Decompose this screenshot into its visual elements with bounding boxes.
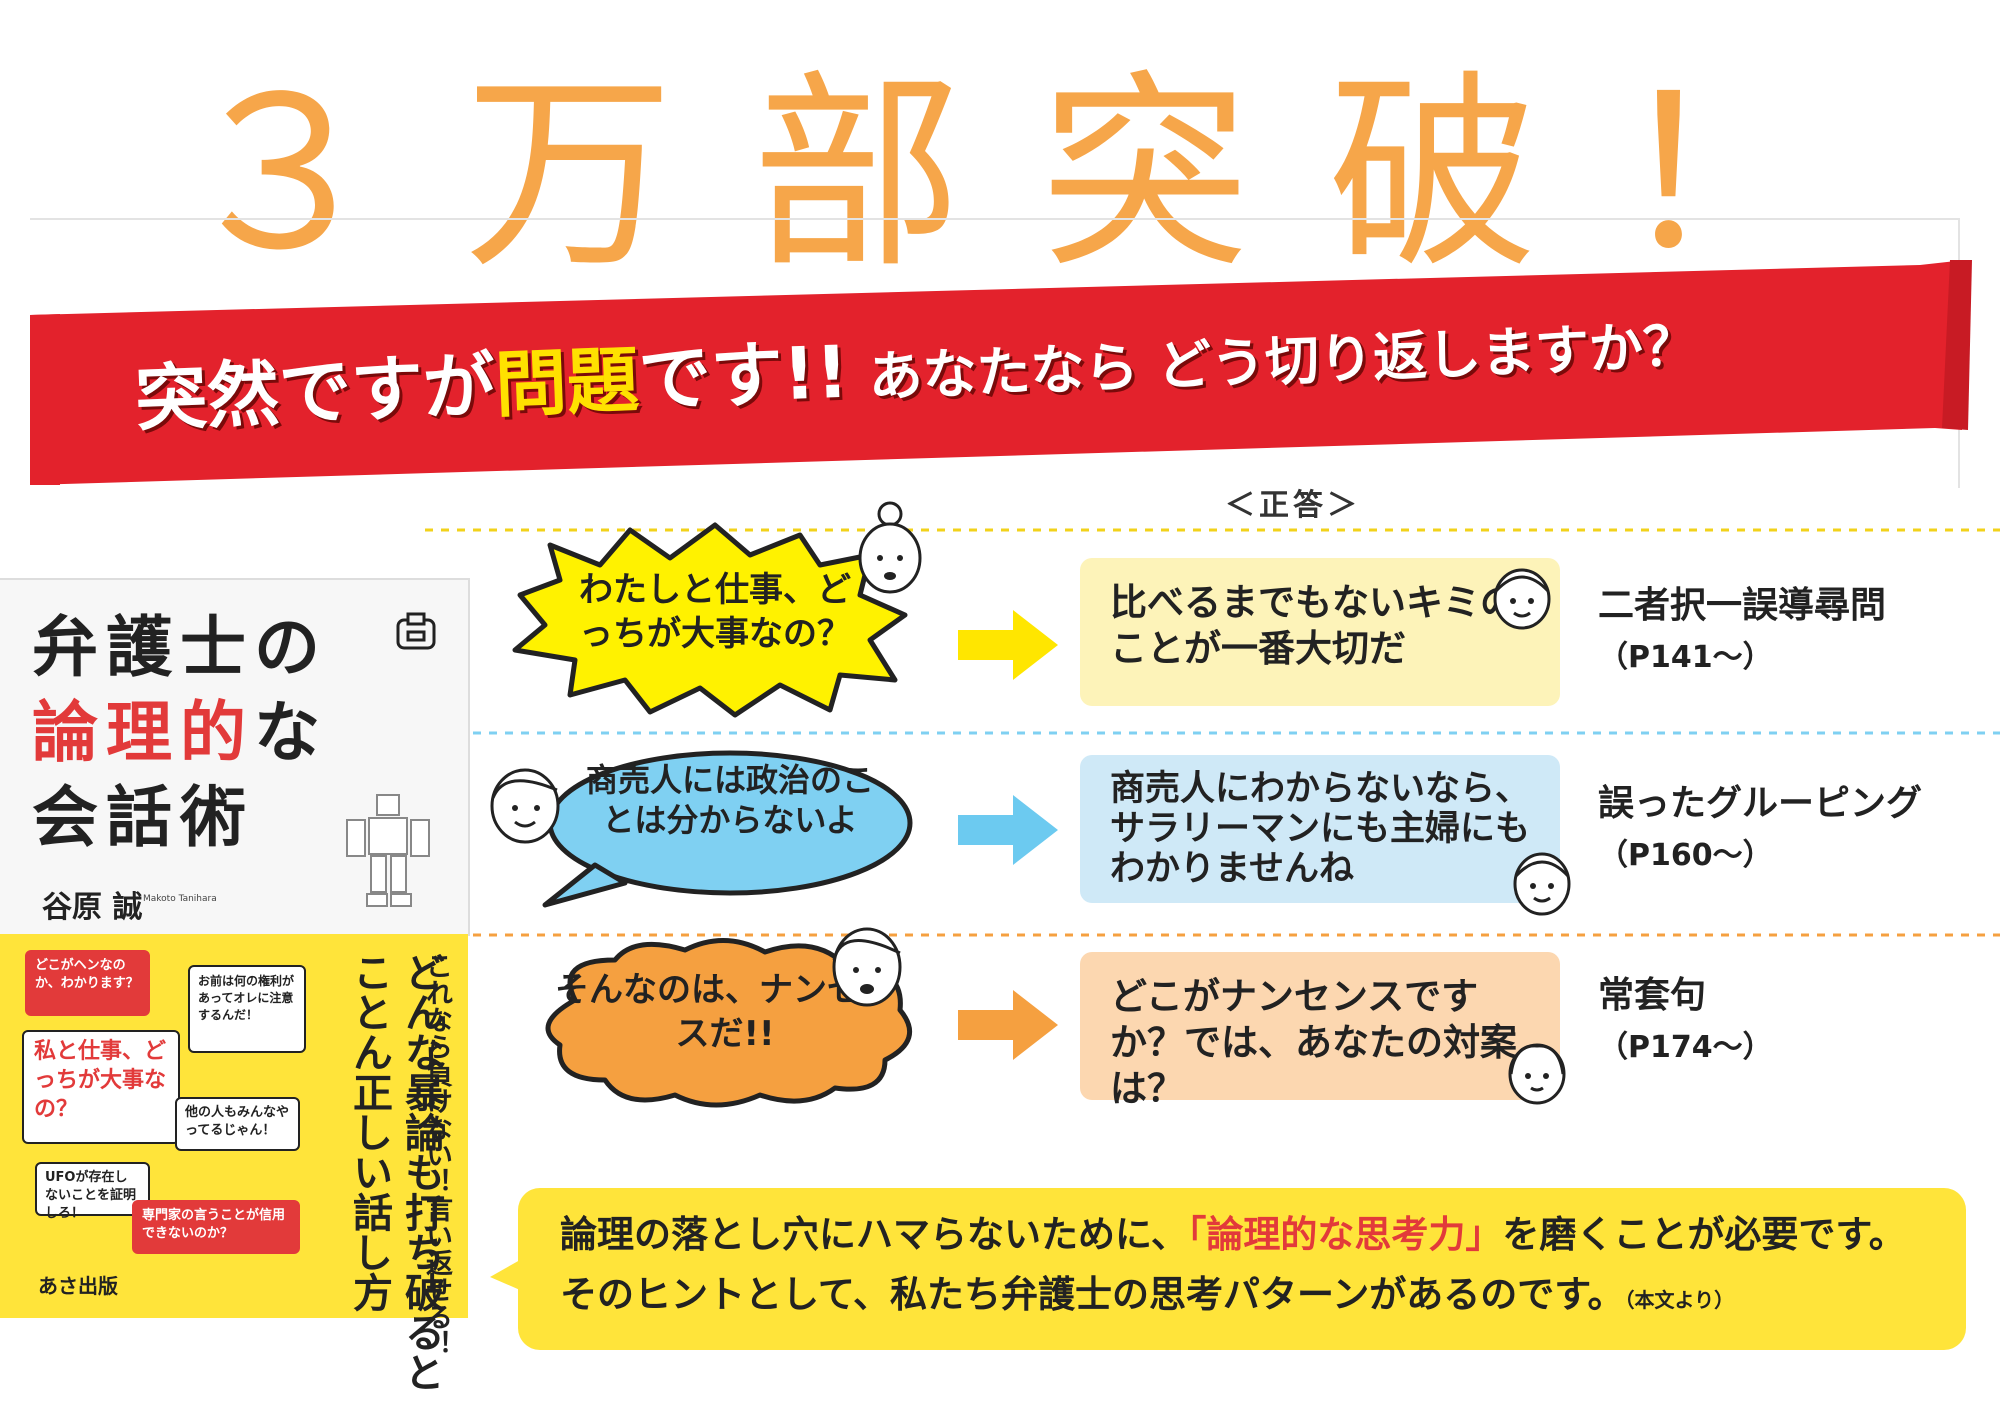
callout-line2: そのヒントとして、私たち弁護士の思考パターンがあるのです。（本文より） — [560, 1265, 1906, 1330]
callout-text: 論理の落とし穴にハマらないために、「論理的な思考力」を磨くことが必要です。 その… — [560, 1205, 1906, 1330]
answer-label: ＜正答＞ — [1225, 488, 1361, 523]
book-title-line2: 論理的な — [32, 690, 328, 775]
callout-line1-pre: 論理の落とし穴にハマらないために、 — [560, 1213, 1188, 1256]
mini-bubble: 他の人もみんなやってるじゃん！ — [175, 1097, 300, 1151]
question-text: わたしと仕事、どっちが大事なの？ — [579, 570, 851, 654]
arrow-right-icon — [958, 610, 1058, 680]
book-title-red: 論理的 — [32, 694, 254, 771]
callout-line1: 論理の落とし穴にハマらないために、「論理的な思考力」を磨くことが必要です。 — [560, 1205, 1906, 1265]
technique-page: （P141～） — [1598, 640, 1773, 675]
headline-title: ３万部突破！ — [175, 52, 1904, 297]
callout-note: （本文より） — [1624, 1288, 1735, 1312]
man-face-icon — [1513, 852, 1571, 916]
book-tagline-small: これなら負けない！言い返せる！ — [421, 952, 452, 1357]
book-publisher: あさ出版 — [38, 1274, 118, 1298]
book-tagline-large: どんな暴論も打ち破るとことん正しい話し方 — [346, 952, 444, 1392]
technique-page: （P174～） — [1598, 1030, 1773, 1065]
book-title: 弁護士の 論理的な 会話術 — [32, 605, 328, 860]
row-separators — [425, 528, 2000, 937]
woman-face-icon — [1508, 1043, 1566, 1105]
mini-bubble: どこがヘンなのか、わかります？ — [25, 950, 150, 1016]
mini-bubble: 私と仕事、どっちが大事なの？ — [22, 1030, 180, 1144]
mini-bubble: お前は何の権利があってオレに注意するんだ！ — [188, 965, 306, 1053]
answer-box: どこがナンセンスですか？では、あなたの対案は？ — [1080, 952, 1560, 1110]
answer-box: 商売人にわからないなら、サラリーマンにも主婦にもわかりませんね — [1080, 755, 1560, 903]
answer-box: 比べるまでもないキミのことが一番大切だ — [1080, 558, 1560, 706]
callout-line2-text: そのヒントとして、私たち弁護士の思考パターンがあるのです。 — [560, 1273, 1625, 1316]
book-title-line1: 弁護士の — [32, 609, 328, 686]
book-author-en: Makoto Tanihara — [143, 894, 217, 904]
spiky-speech-bubble — [512, 522, 908, 718]
callout-line1-red: 「論理的な思考力」 — [1187, 1213, 1503, 1256]
cloud-speech-bubble — [545, 938, 912, 1108]
woman-face-icon — [858, 501, 922, 594]
banner-part2: です!! — [637, 329, 851, 422]
banner-background — [30, 260, 1972, 485]
divider-line — [30, 218, 1960, 220]
book-icon — [396, 612, 436, 650]
book-title-line2-rest: な — [254, 694, 328, 771]
arrow-right-icon — [958, 990, 1058, 1060]
book-author: 谷原 誠 — [42, 890, 143, 925]
callout-line1-post: を磨くことが必要です。 — [1502, 1213, 1906, 1256]
technique-name: 常套句 — [1598, 975, 1707, 1016]
callout-pointer — [490, 1260, 520, 1290]
technique-page: （P160～） — [1598, 838, 1773, 873]
question-text: そんなのは、ナンセンスだ!! — [555, 970, 895, 1054]
technique-name: 二者択一誤導尋問 — [1598, 585, 1887, 626]
question-banner — [0, 260, 2000, 500]
man-face-icon — [832, 927, 902, 1007]
technique-name: 誤ったグルーピング — [1598, 783, 1923, 824]
man-face-icon — [1493, 568, 1551, 630]
arrow-right-icon — [958, 795, 1058, 865]
banner-highlight: 問題 — [493, 337, 641, 428]
banner-part1: 突然ですが — [133, 343, 497, 441]
mini-bubble: UFOが存在しないことを証明しろ！ — [35, 1162, 150, 1221]
question-text: 商売人には政治のことは分からないよ — [585, 761, 874, 839]
book-title-line3: 会話術 — [32, 779, 254, 856]
robot-icon — [346, 794, 430, 907]
boy-face-icon — [490, 768, 560, 844]
callout-box — [518, 1188, 1966, 1350]
mini-bubble: 専門家の言うことが信用できないのか？ — [132, 1200, 300, 1254]
